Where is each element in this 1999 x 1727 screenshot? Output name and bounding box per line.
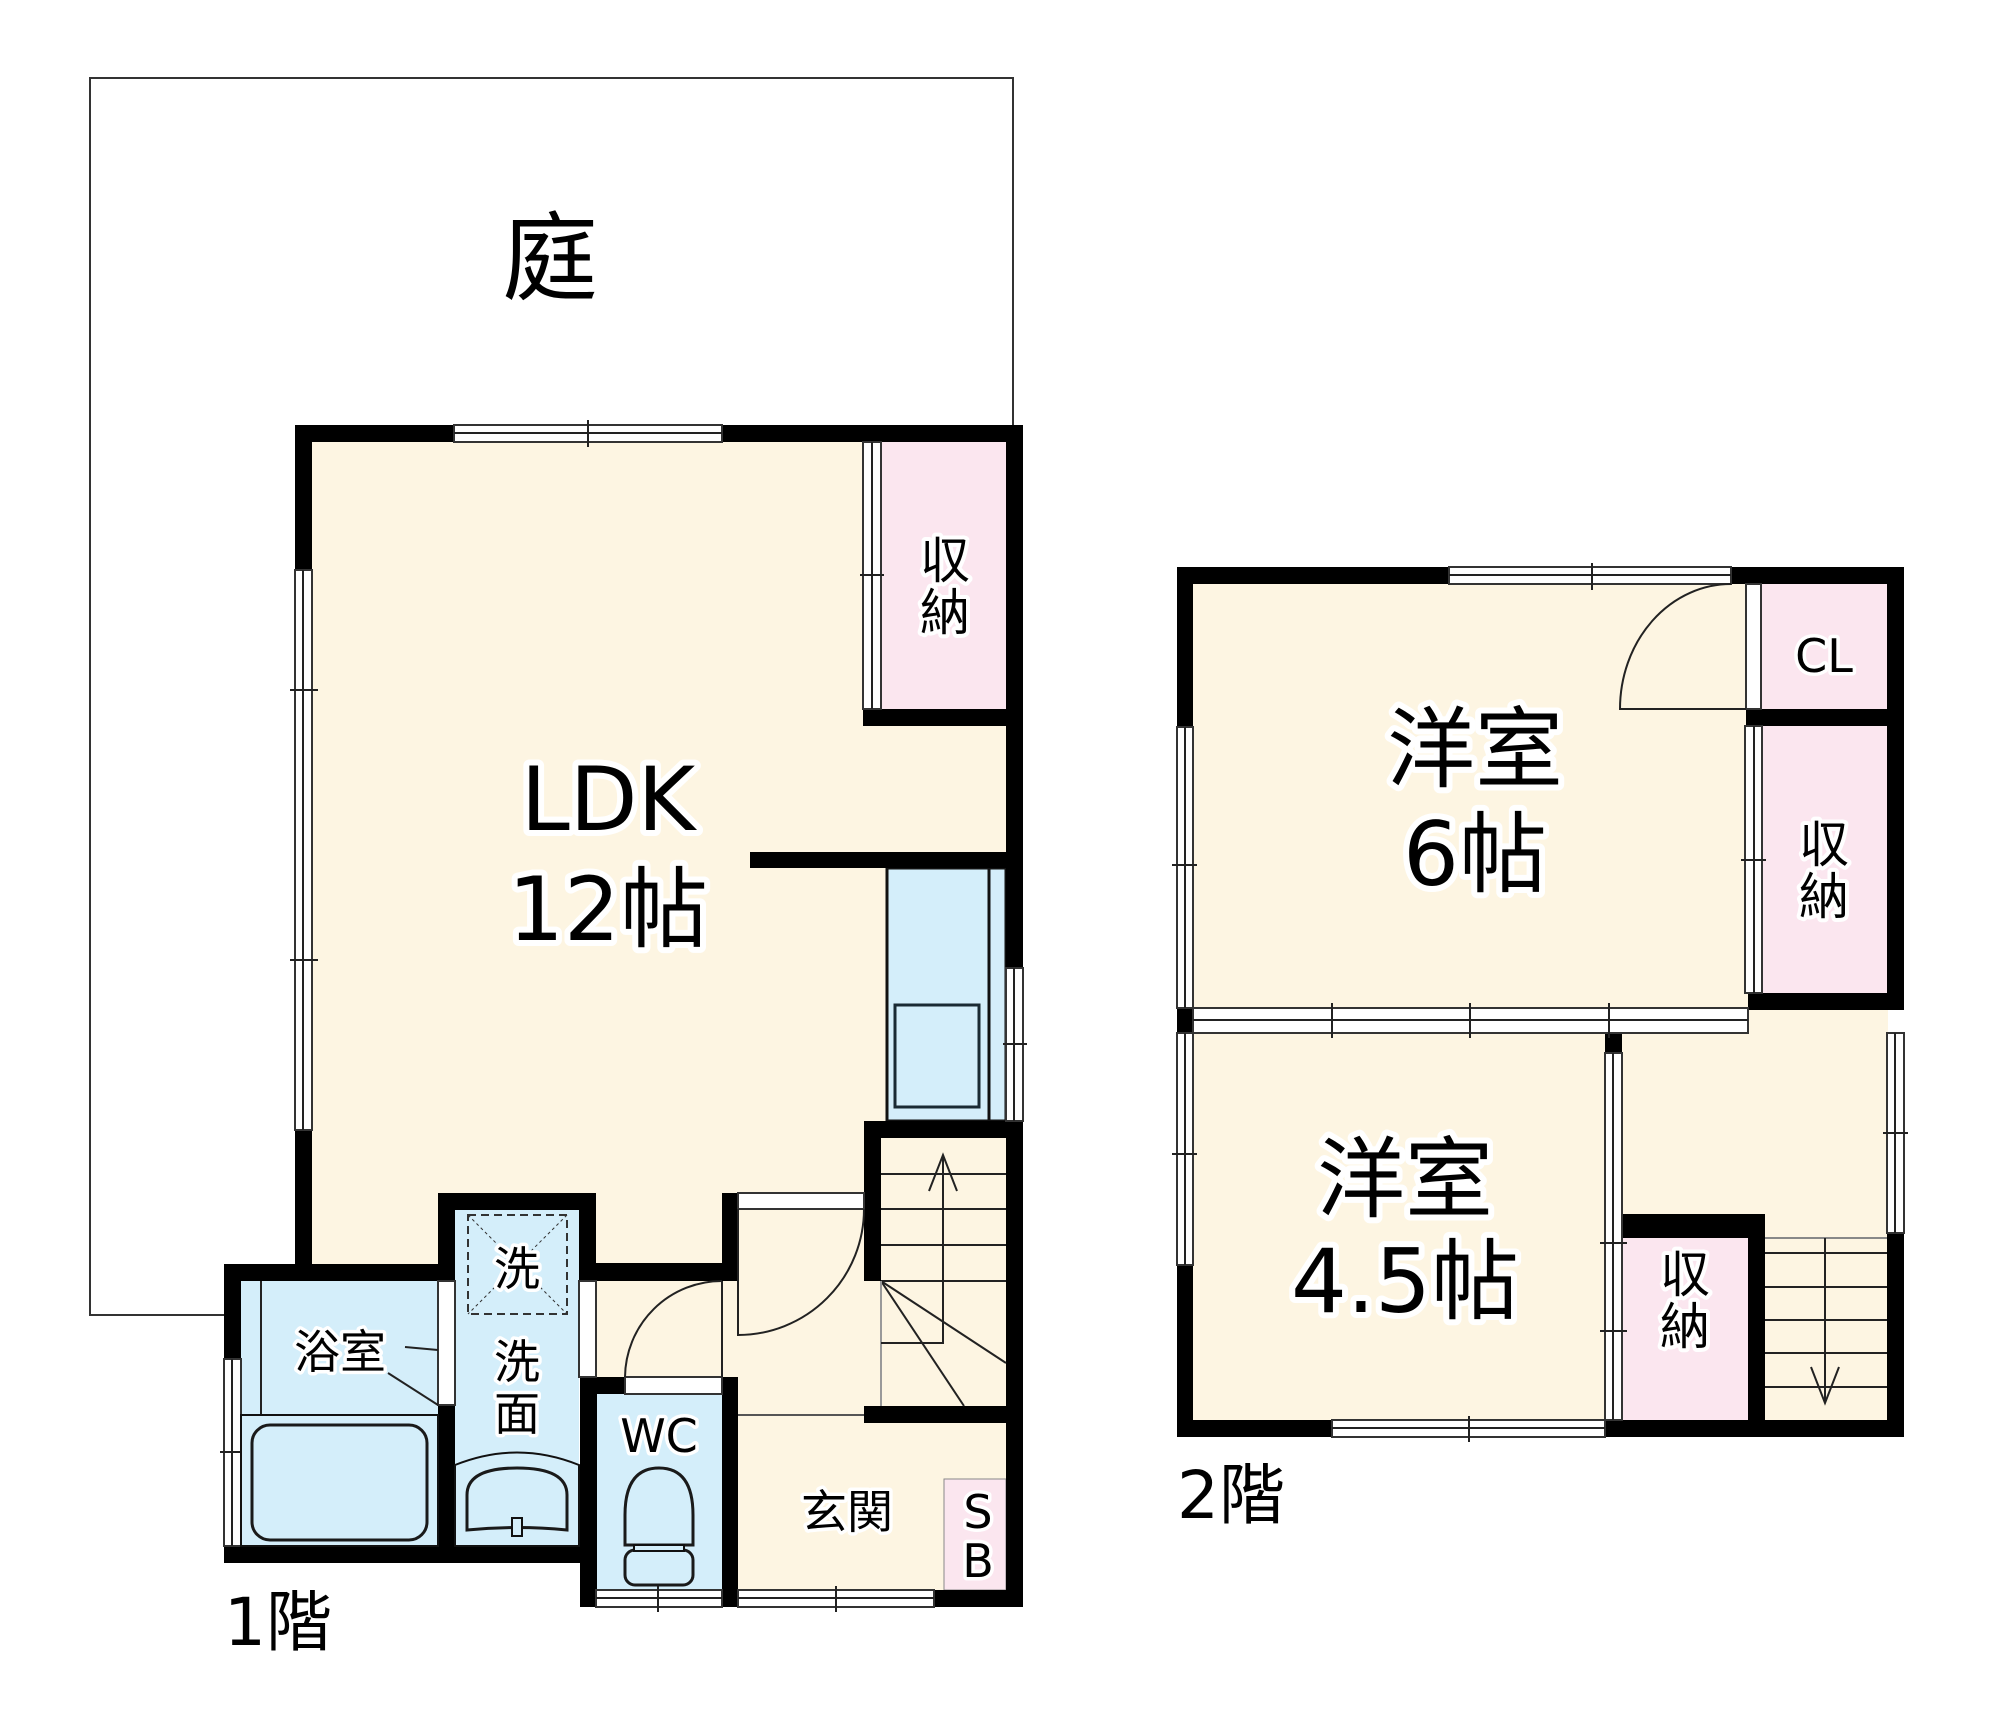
hall-floor: [596, 1281, 738, 1391]
floor2-labels: 洋室 6帖 洋室 4.5帖 CL 収 納 収 納 2階: [1177, 626, 1857, 1535]
storage-b-label-1: 収: [1660, 1246, 1710, 1304]
ldk-storage-label-2: 納: [920, 584, 970, 642]
floor1-label: 1階: [224, 1584, 332, 1661]
ldk-size: 12帖: [508, 858, 708, 961]
toilet-icon: [623, 1466, 695, 1547]
floor-1: LDK 12帖 収 納 浴室 洗 洗 面 WC 玄関 S B 1階: [220, 420, 1027, 1661]
floor1-fills: [241, 442, 1008, 1591]
floor2-openings: [1172, 563, 1908, 1442]
entrance-label: 玄関: [801, 1485, 893, 1539]
closet-door: [1745, 583, 1762, 710]
western45-size: 4.5帖: [1291, 1230, 1519, 1333]
wc-label: WC: [620, 1409, 698, 1463]
washroom-door: [578, 1280, 597, 1378]
storage-b-floor: [1622, 1238, 1748, 1420]
bath-label: 浴室: [294, 1325, 386, 1379]
bathtub-icon: [250, 1423, 429, 1542]
floor1-labels: LDK 12帖 収 納 浴室 洗 洗 面 WC 玄関 S B 1階: [224, 528, 997, 1661]
wc-door: [624, 1376, 723, 1395]
floor-2: 洋室 6帖 洋室 4.5帖 CL 収 納 収 納 2階: [1172, 563, 1908, 1534]
storage-a-floor: [1762, 726, 1887, 993]
washer-space: [467, 1214, 568, 1315]
floor2-label: 2階: [1177, 1457, 1285, 1534]
washroom-label-1: 洗: [494, 1335, 540, 1389]
kitchen-sink-icon: [893, 1003, 981, 1109]
bath-door: [437, 1280, 456, 1406]
storage-b-label-2: 納: [1660, 1298, 1710, 1356]
floor1-openings: [220, 420, 1027, 1612]
ldk-storage-label-1: 収: [920, 532, 970, 590]
floor1-walls: [224, 425, 1023, 1607]
western6-name: 洋室: [1387, 698, 1563, 801]
stairs-down-icon: [1765, 1237, 1887, 1406]
floor1-fixtures: [240, 1214, 695, 1587]
shoebox-label-2: B: [962, 1534, 994, 1588]
storage-a-label-2: 納: [1799, 868, 1849, 926]
floor2-walls: [1177, 567, 1904, 1437]
closet-floor: [1761, 584, 1887, 709]
ldk-name: LDK: [521, 748, 698, 851]
shoebox-label-1: S: [963, 1485, 992, 1539]
ldk-door: [737, 1192, 865, 1210]
washer-label: 洗: [494, 1242, 540, 1296]
washroom-label-2: 面: [494, 1387, 540, 1441]
storage-a-label-1: 収: [1799, 816, 1849, 874]
garden-area: 庭: [89, 77, 1014, 1316]
closet-label: CL: [1795, 629, 1853, 683]
ldk-storage-floor: [881, 442, 1006, 710]
garden-label: 庭: [502, 203, 598, 315]
western6-size: 6帖: [1403, 803, 1547, 906]
stairs-up-icon: [880, 1152, 1007, 1407]
western45-name: 洋室: [1317, 1128, 1493, 1231]
